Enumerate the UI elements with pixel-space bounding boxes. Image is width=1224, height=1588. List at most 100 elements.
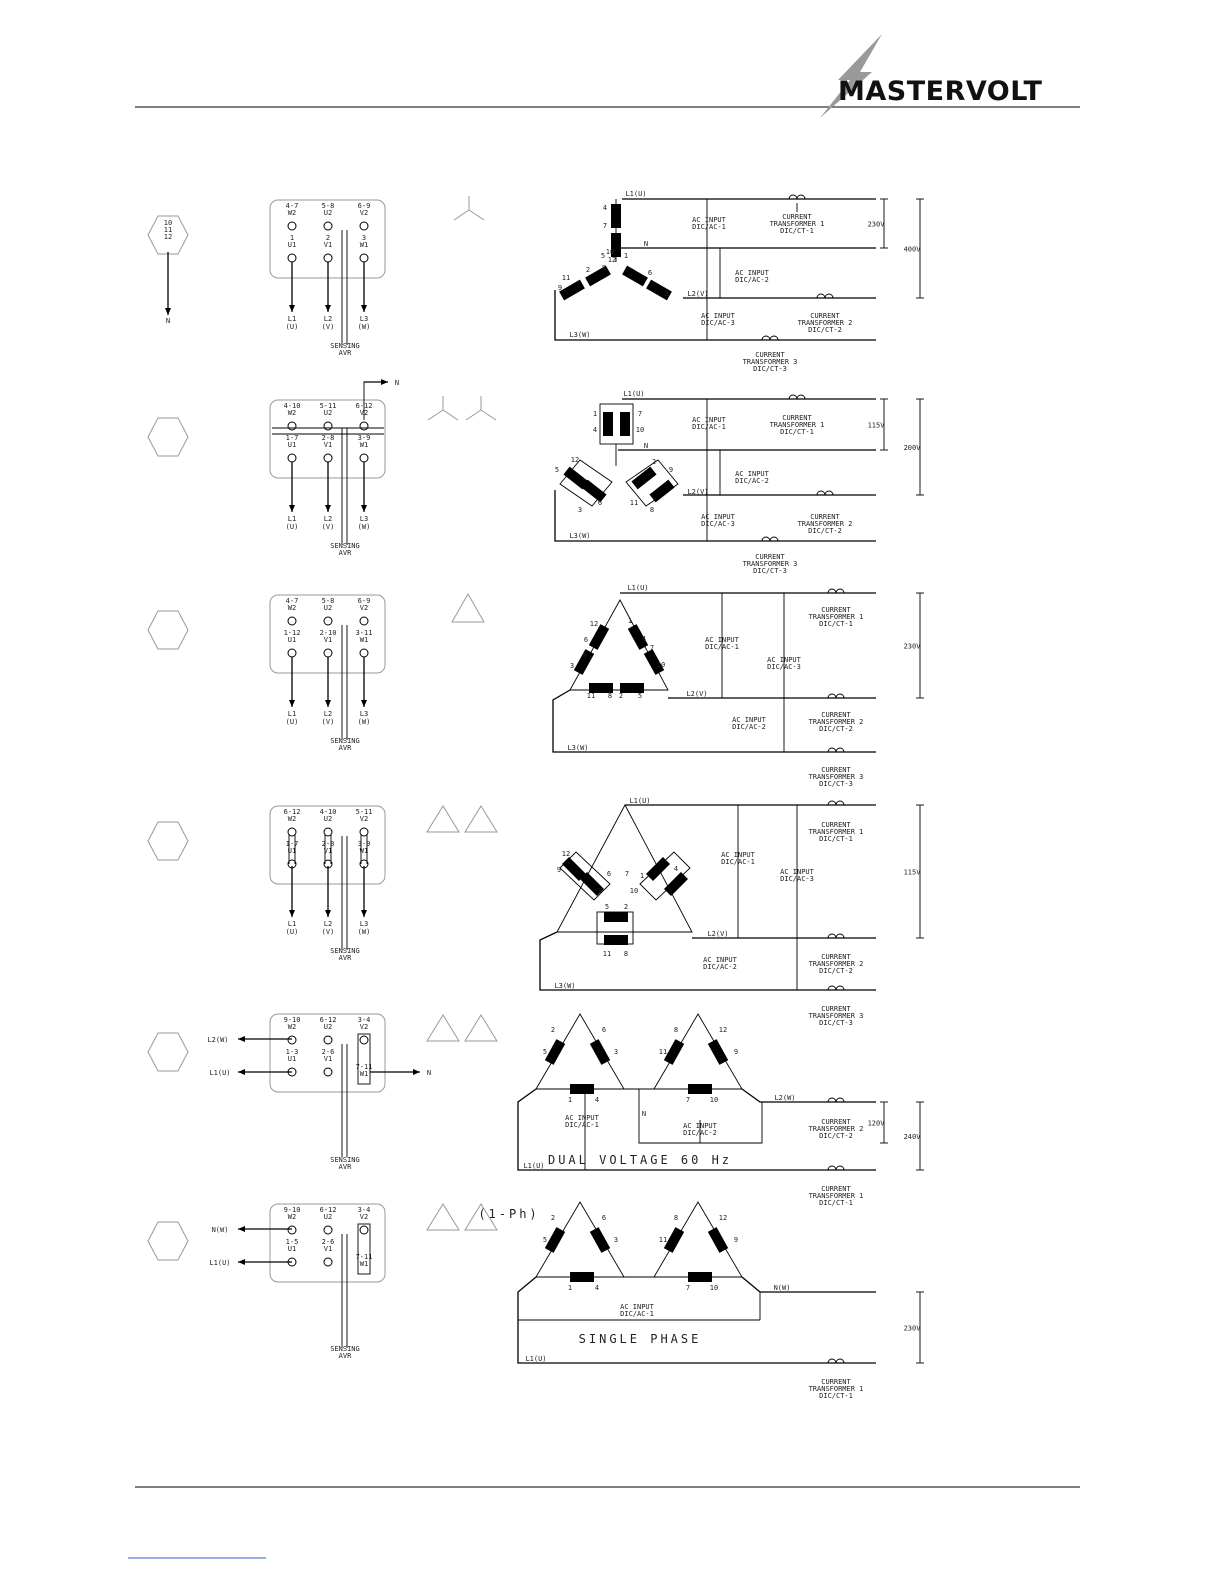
terminal-mid-sub: U1: [288, 1055, 296, 1063]
winding-number: 1: [568, 1284, 572, 1292]
wire: [552, 689, 876, 753]
current-transformer-symbol: [827, 933, 845, 939]
output-sub: (V): [322, 928, 335, 936]
terminal-mid-sub: W1: [360, 241, 368, 249]
current-transformer-symbol: [827, 1097, 845, 1103]
winding-pair: [625, 459, 679, 507]
arrow-head: [289, 505, 295, 512]
ct-label: TRANSFORMER 1: [809, 828, 864, 836]
output-sub: (W): [358, 928, 371, 936]
terminal-mid-label: 1-12: [284, 629, 301, 637]
line-label: L3(W): [569, 331, 590, 339]
ac-input-label: DIC/AC-1: [692, 223, 726, 231]
ac-input-label: AC INPUT: [703, 956, 738, 964]
ct-label: DIC/CT-3: [819, 1019, 853, 1027]
hex-label: 10: [164, 219, 172, 227]
ac-input-label: DIC/AC-1: [565, 1121, 599, 1129]
terminal-top-sub: U2: [324, 1213, 332, 1221]
winding-coil: [663, 1227, 685, 1253]
winding-pair: [599, 403, 634, 445]
terminal-stud: [287, 221, 297, 231]
winding-number: 5: [601, 252, 605, 260]
terminal-stud: [359, 827, 369, 837]
ac-input-label: AC INPUT: [620, 1303, 655, 1311]
hex-terminal: [147, 417, 189, 457]
sensing-label: SENSING: [330, 342, 360, 350]
winding-number: 7: [686, 1096, 690, 1104]
winding-number: 10: [657, 661, 665, 669]
terminal-mid-sub: W1: [360, 847, 368, 855]
ct-label: DIC/CT-2: [819, 725, 853, 733]
ct-label: TRANSFORMER 2: [809, 960, 864, 968]
winding-number: 8: [624, 950, 628, 958]
current-transformer-symbol: [827, 1165, 845, 1171]
caption-single-phase: SINGLE PHASE: [579, 1332, 702, 1346]
ct-label: CURRENT: [810, 312, 840, 320]
wire: [539, 931, 876, 991]
arrow-head: [165, 308, 171, 315]
winding-number: 4: [674, 865, 678, 873]
arrow-head: [361, 505, 367, 512]
current-transformer-symbol: [827, 1358, 845, 1364]
winding-number: 10: [636, 426, 644, 434]
arrow-head: [325, 305, 331, 312]
line-label: L1(U): [625, 190, 646, 198]
winding-number: 7: [603, 222, 607, 230]
terminal-top-label: 6-12: [320, 1206, 337, 1214]
terminal-mid-label: 3-11: [356, 629, 373, 637]
current-transformer-symbol: [827, 985, 845, 991]
terminal-mid-sub: U1: [288, 847, 296, 855]
arrow-head: [238, 1259, 245, 1265]
winding-coil: [688, 1084, 712, 1094]
winding-coil: [707, 1039, 729, 1065]
winding-number: 3: [614, 1048, 618, 1056]
line-label: L3(W): [569, 532, 590, 540]
terminal-right-label: 7-11: [356, 1253, 373, 1261]
voltage-label: 230V: [904, 1325, 922, 1333]
arrow-head: [325, 910, 331, 917]
ct-label: CURRENT: [782, 213, 812, 221]
terminal-mid-sub: U1: [288, 441, 296, 449]
current-transformer-symbol: [827, 747, 845, 753]
terminal-top-sub: W2: [288, 1213, 296, 1221]
terminal-mid-sub: U1: [288, 241, 296, 249]
arrow-head: [361, 910, 367, 917]
terminal-stud: [323, 648, 333, 658]
line-label: L2(W): [774, 1094, 795, 1102]
wire: [741, 1088, 876, 1103]
terminal-top-sub: V2: [360, 604, 368, 612]
current-transformer-symbol: [761, 335, 779, 341]
winding-number: 3: [578, 506, 582, 514]
sensing-label: SENSING: [330, 1156, 360, 1164]
winding-number: 12: [719, 1214, 727, 1222]
voltage-label: 200V: [904, 444, 922, 452]
ct-label: CURRENT: [821, 766, 851, 774]
ac-input-label: AC INPUT: [701, 312, 736, 320]
neutral-link: [638, 1089, 763, 1144]
output-label: L1(U): [209, 1259, 230, 1267]
winding-coil: [611, 233, 621, 257]
winding-number: 6: [602, 1026, 606, 1034]
winding-coil: [645, 856, 671, 882]
line-label: N: [642, 1110, 646, 1118]
winding-coil: [649, 479, 675, 503]
output-label: L1: [288, 315, 296, 323]
terminal-stud: [323, 616, 333, 626]
winding-number: 2: [624, 903, 628, 911]
terminal-mid-label: 2-8: [322, 434, 335, 442]
star-symbol: [427, 409, 444, 421]
hex-terminal: [147, 1032, 189, 1072]
winding-number: 12: [562, 850, 570, 858]
voltage-label: 230V: [868, 221, 886, 229]
ct-label: TRANSFORMER 1: [809, 1192, 864, 1200]
terminal-stud: [323, 1035, 333, 1045]
terminal-top-sub: V2: [360, 815, 368, 823]
hex-terminal: [147, 215, 189, 255]
winding-number: 5: [543, 1048, 547, 1056]
terminal-stud: [287, 253, 297, 263]
arrow-head: [361, 700, 367, 707]
winding-number: 12: [719, 1026, 727, 1034]
winding-number: 4: [603, 204, 607, 212]
ct-label: DIC/CT-2: [819, 1132, 853, 1140]
